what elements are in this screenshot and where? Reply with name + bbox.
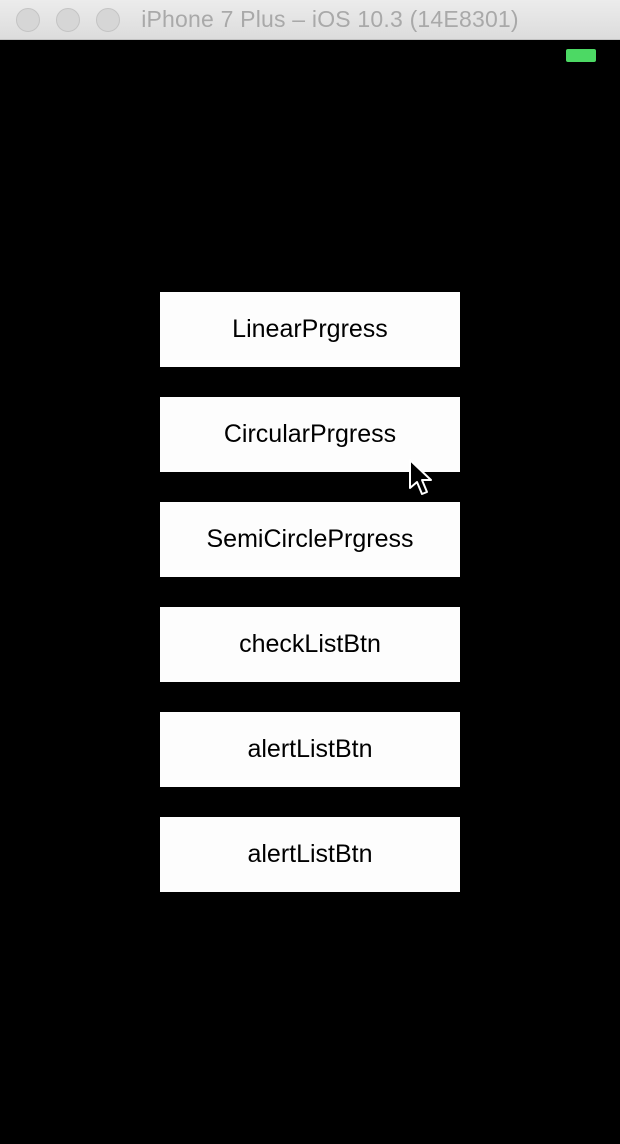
close-window-button[interactable] [16,8,40,32]
circular-progress-button[interactable]: CircularPrgress [160,397,460,472]
alert-list-button-2[interactable]: alertListBtn [160,817,460,892]
minimize-window-button[interactable] [56,8,80,32]
zoom-window-button[interactable] [96,8,120,32]
title-bar: iPhone 7 Plus – iOS 10.3 (14E8301) [0,0,620,40]
window-title: iPhone 7 Plus – iOS 10.3 (14E8301) [141,6,519,32]
check-list-button[interactable]: checkListBtn [160,607,460,682]
mouse-pointer-icon [409,459,432,495]
app-screen: LinearPrgress CircularPrgress SemiCircle… [0,40,620,1144]
battery-icon [566,49,596,62]
linear-progress-button[interactable]: LinearPrgress [160,292,460,367]
alert-list-button[interactable]: alertListBtn [160,712,460,787]
semicircle-progress-button[interactable]: SemiCirclePrgress [160,502,460,577]
